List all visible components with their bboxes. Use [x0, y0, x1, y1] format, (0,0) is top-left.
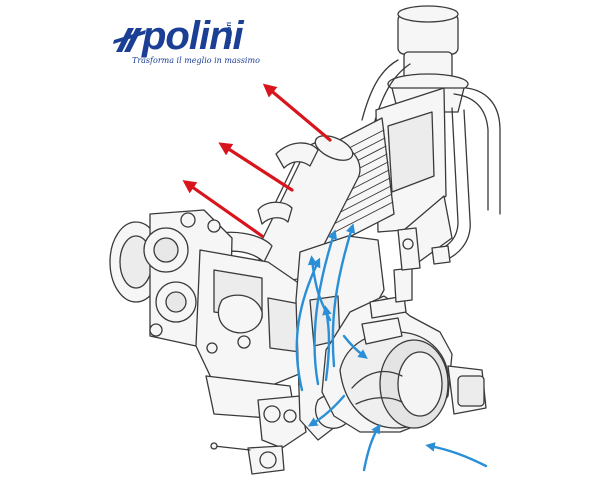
expansion-tank — [257, 135, 361, 281]
logo-tagline: Trasforma il meglio in massimo — [132, 56, 260, 65]
reservoir-cap — [387, 5, 469, 113]
logo-sub: motori — [226, 22, 233, 44]
cool-air-arrow-9 — [307, 394, 346, 427]
cool-air-arrows — [295, 223, 488, 472]
cool-air-arrow-1 — [295, 257, 321, 392]
cool-air-arrow-2 — [313, 229, 338, 386]
hot-air-arrow-3 — [182, 180, 264, 238]
bottom-mount — [210, 395, 307, 475]
cool-air-arrow-6 — [322, 305, 332, 382]
cool-air-arrow-5 — [342, 334, 368, 359]
cool-air-arrow-3 — [331, 223, 356, 368]
polini-logo: polini motori Trasforma il meglio in mas… — [112, 14, 260, 76]
frame-block — [375, 87, 453, 265]
hot-air-arrow-2 — [218, 142, 294, 192]
right-mount — [447, 365, 487, 415]
hot-air-arrows — [182, 83, 332, 238]
cool-air-arrow-7 — [362, 423, 381, 472]
right-hardware — [397, 227, 451, 271]
cool-air-arrow-8 — [425, 442, 488, 468]
logo-mark-icon — [113, 28, 146, 52]
logo-brand: polini — [142, 14, 244, 58]
hot-air-arrow-1 — [262, 83, 332, 142]
